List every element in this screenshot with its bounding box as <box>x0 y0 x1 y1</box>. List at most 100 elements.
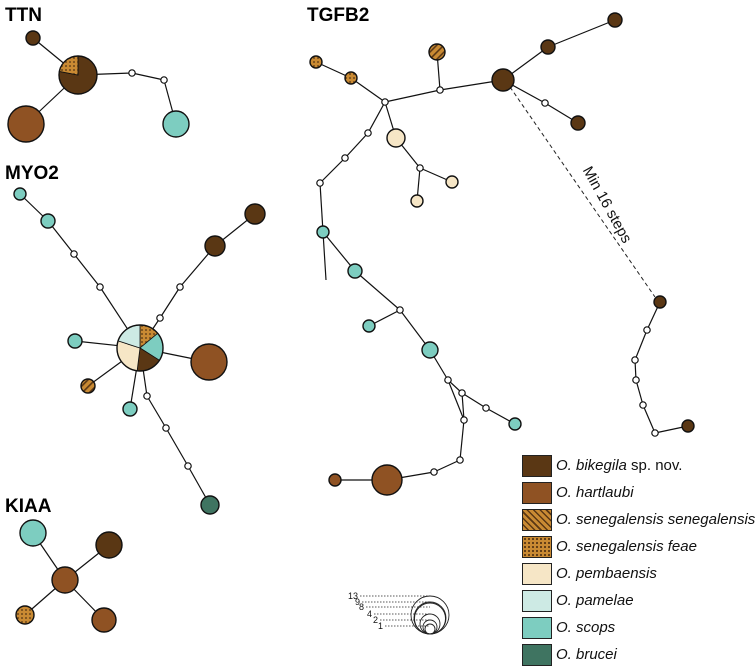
network-edge <box>635 379 644 406</box>
gene-label-ttn: TTN <box>5 5 42 26</box>
haplotype-node <box>445 175 459 189</box>
median-vector-node <box>456 456 464 464</box>
legend-label-scops: O. scops <box>556 619 616 636</box>
median-vector-node <box>176 283 184 291</box>
median-vector-node <box>639 401 647 409</box>
legend-label-pembaensis: O. pembaensis <box>556 565 657 582</box>
legend-label-bikegila: O. bikegila <box>556 457 627 474</box>
median-vector-node <box>436 86 444 94</box>
pie-outline <box>58 55 98 95</box>
gene-label-myo2: MYO2 <box>5 163 59 184</box>
species-legend: O. bikegila sp. nov. O. hartlaubi O. sen… <box>522 452 756 668</box>
legend-label-senegalensis: O. senegalensis senegalensis <box>556 511 756 528</box>
median-vector-node <box>430 468 438 476</box>
scale-label: 8 <box>359 602 364 612</box>
haplotype-node <box>204 235 226 257</box>
legend-swatch-hartlaubi <box>522 481 552 504</box>
haplotype-node <box>410 194 424 208</box>
haplotype-node <box>371 464 403 496</box>
median-vector-node <box>70 250 78 258</box>
legend-label-brucei: O. brucei <box>556 646 617 663</box>
legend-item-scops: O. scops <box>522 614 756 641</box>
network-edge <box>73 253 101 288</box>
haplotype-node <box>15 605 35 625</box>
dashed-connector <box>509 86 656 298</box>
haplotype-node <box>51 566 79 594</box>
network-edge <box>322 231 327 281</box>
median-vector-node <box>96 283 104 291</box>
median-vector-node <box>128 69 136 77</box>
median-vector-node <box>632 376 640 384</box>
legend-item-hartlaubi: O. hartlaubi <box>522 479 756 506</box>
network-edge <box>461 392 487 409</box>
legend-swatch-scops <box>522 616 552 639</box>
median-vector-node <box>162 424 170 432</box>
median-vector-node <box>364 129 372 137</box>
median-vector-node <box>460 416 468 424</box>
network-edge <box>319 157 346 184</box>
haplotype-node <box>653 295 667 309</box>
haplotype-node <box>244 203 266 225</box>
scale-label: 2 <box>373 615 378 625</box>
legend-swatch-pembaensis <box>522 562 552 585</box>
haplotype-node <box>428 43 446 61</box>
network-edge <box>634 329 648 361</box>
median-vector-node <box>160 76 168 84</box>
network-edge <box>131 72 165 81</box>
haplotype-node <box>162 110 190 138</box>
network-edge <box>319 182 324 233</box>
haplotype-node <box>421 341 439 359</box>
median-vector-node <box>444 376 452 384</box>
haplotype-node <box>19 519 47 547</box>
haplotype-node <box>362 319 376 333</box>
legend-item-bikegila: O. bikegila sp. nov. <box>522 452 756 479</box>
network-edge <box>433 459 461 473</box>
median-vector-node <box>458 389 466 397</box>
haplotype-node <box>122 401 138 417</box>
haplotype-node <box>67 333 83 349</box>
legend-item-pamelae: O. pamelae <box>522 587 756 614</box>
scale-label: 9 <box>355 597 360 607</box>
scale-label: 4 <box>367 609 372 619</box>
legend-label-feae: O. senegalensis feae <box>556 538 697 555</box>
haplotype-node <box>508 417 522 431</box>
dashed-link <box>509 86 656 298</box>
haplotype-node <box>328 473 342 487</box>
scale-circle <box>414 602 446 635</box>
network-edge <box>350 77 386 103</box>
haplotype-node <box>570 115 586 131</box>
median-vector-node <box>143 392 151 400</box>
haplotype-node <box>7 105 45 143</box>
legend-item-feae: O. senegalensis feae <box>522 533 756 560</box>
legend-item-pembaensis: O. pembaensis <box>522 560 756 587</box>
haplotype-node <box>309 55 323 69</box>
median-vector-node <box>396 306 404 314</box>
median-vector-node <box>651 429 659 437</box>
network-edge <box>459 419 465 461</box>
median-vector-node <box>341 154 349 162</box>
haplotype-node <box>681 419 695 433</box>
haplotype-node <box>344 71 358 85</box>
haplotype-node <box>80 378 96 394</box>
scale-label: 13 <box>348 591 358 601</box>
legend-swatch-bikegila <box>522 454 552 477</box>
median-vector-node <box>631 356 639 364</box>
haplotype-node <box>91 607 117 633</box>
haplotype-node <box>95 531 123 559</box>
gene-label-kiaa: KIAA <box>5 496 52 517</box>
median-vector-node <box>381 98 389 106</box>
median-vector-node <box>184 462 192 470</box>
network-edge <box>384 89 441 103</box>
network-edge <box>344 132 369 159</box>
network-nodes <box>7 12 695 633</box>
median-vector-node <box>416 164 424 172</box>
network-edge <box>165 427 189 467</box>
legend-swatch-pamelae <box>522 589 552 612</box>
haplotype-node <box>347 263 363 279</box>
network-edge <box>547 19 616 48</box>
legend-swatch-senegalensis <box>522 508 552 531</box>
network-edge <box>367 101 386 134</box>
legend-swatch-brucei <box>522 643 552 666</box>
legend-item-senegalensis: O. senegalensis senegalensis <box>522 506 756 533</box>
